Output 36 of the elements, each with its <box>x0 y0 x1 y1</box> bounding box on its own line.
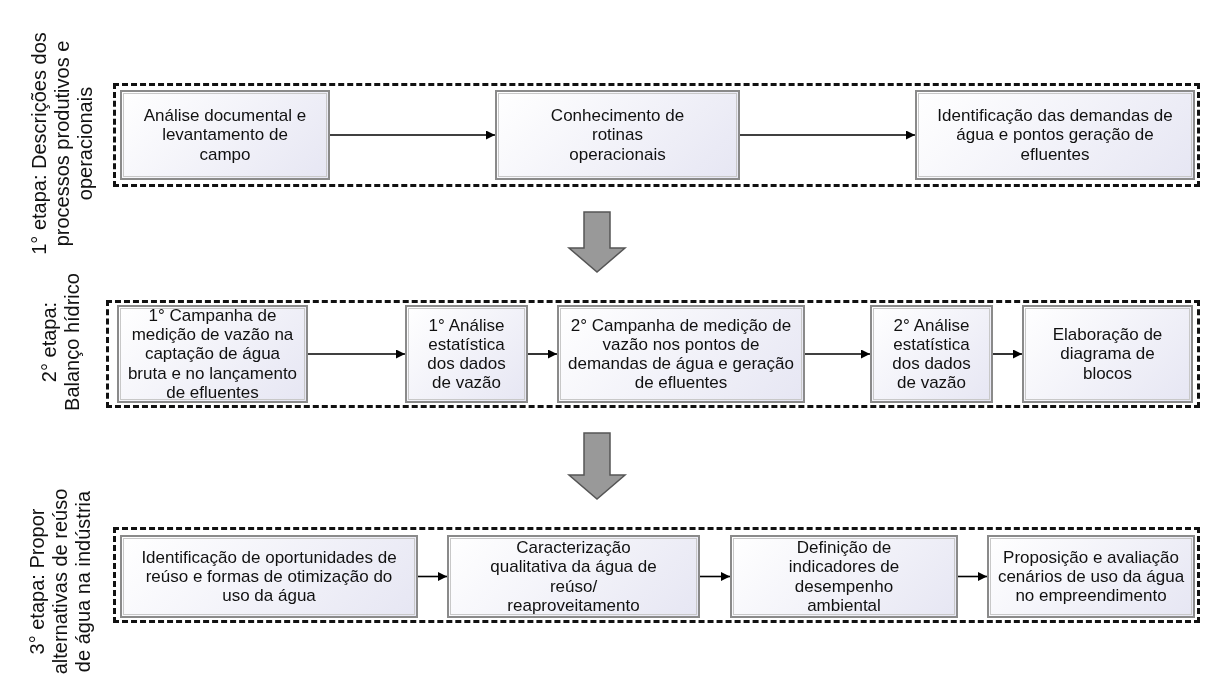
step-text: Identificação de oportunidades de reúso e formas de otimização do uso da água <box>141 547 397 606</box>
arrow <box>739 130 916 140</box>
step-text: Caracterização qualitativa da água de reúso/ reaproveitamento <box>490 538 657 615</box>
arrow <box>307 349 406 359</box>
stage-label: 2° etapa: Balanço hídrico <box>37 272 83 413</box>
process-box <box>120 90 330 180</box>
process-box <box>987 535 1195 618</box>
process-box <box>447 535 700 618</box>
process-box <box>915 90 1195 180</box>
step-text: Definição de indicadores de desempenho ambiental <box>788 538 900 615</box>
arrow <box>329 130 496 140</box>
step-text: 1° Campanha de medição de vazão na captação de água bruta e no lançamento de efluentes <box>127 306 298 402</box>
stage-label: 3° etapa: Propor alternativas de reúso de água na indústria <box>25 487 95 677</box>
process-box <box>120 535 418 618</box>
arrow <box>417 572 448 581</box>
arrow <box>804 349 871 359</box>
block-arrow <box>566 211 628 273</box>
step-text: 2° Análise estatística dos dados de vazão <box>892 315 971 393</box>
step-text: Elaboração de diagrama de blocos <box>1052 325 1163 383</box>
process-box <box>730 535 958 618</box>
process-box <box>557 305 805 403</box>
arrow <box>992 349 1023 359</box>
arrow <box>957 572 988 581</box>
step-text: Conhecimento de rotinas operacionais <box>550 106 685 164</box>
step-text: 1° Análise estatística dos dados de vazão <box>427 315 506 393</box>
step-text: Análise documental e levantamento de campo <box>143 106 307 164</box>
process-box <box>405 305 528 403</box>
step-text: Proposição e avaliação cenários de uso da água no empreendimento <box>997 547 1185 606</box>
step-text: 2° Campanha de medição de vazão nos pontos de demandas de água e geração de efluentes <box>568 315 794 393</box>
process-box <box>870 305 993 403</box>
arrow <box>527 349 558 359</box>
arrow <box>699 572 731 581</box>
process-box <box>495 90 740 180</box>
step-text: Identificação das demandas de água e pontos geração de efluentes <box>937 106 1173 164</box>
block-arrow <box>566 432 628 500</box>
process-box <box>1022 305 1193 403</box>
